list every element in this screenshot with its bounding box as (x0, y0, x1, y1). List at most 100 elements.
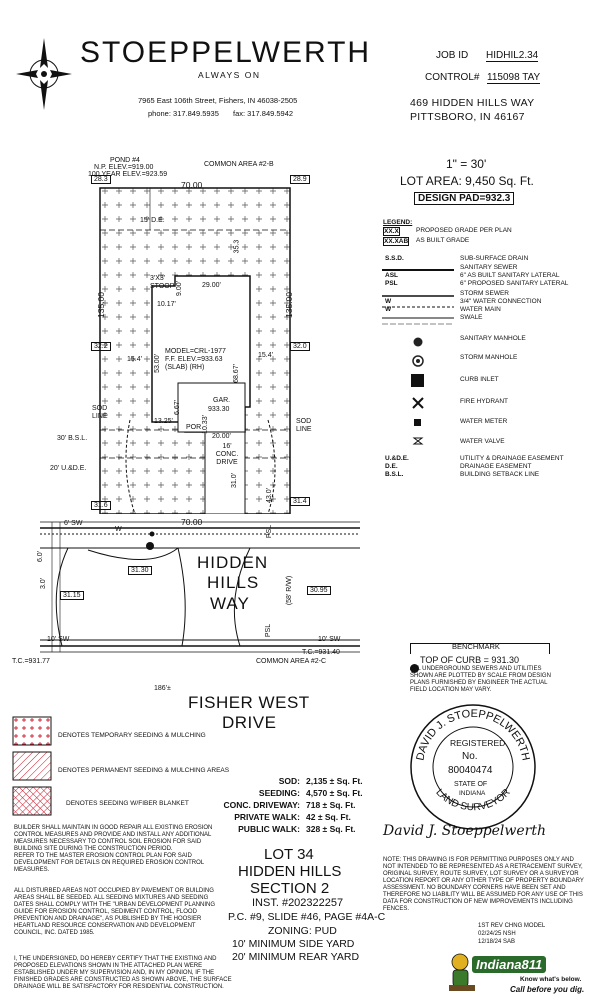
legend-text: SUB-SURFACE DRAIN (460, 255, 529, 262)
legend-symbol: W (385, 306, 392, 313)
job-id-label: JOB ID (436, 50, 469, 61)
street-name-3: WAY (210, 594, 250, 613)
note-permit: NOTE: THIS DRAWING IS FOR PERMITTING PUR… (383, 857, 584, 912)
legend-text: CURB INLET (460, 376, 499, 383)
seal-number: 80040474 (448, 765, 493, 776)
depth-left: 135.00 (96, 292, 106, 318)
note-certify: I, THE UNDERSIGNED, DO HEREBY CERTIFY TH… (14, 956, 232, 990)
area-label: SEEDING: (258, 788, 300, 798)
address-street: 469 HIDDEN HILLS WAY (410, 97, 535, 109)
common-area-bottom: COMMON AREA #2-C (256, 658, 327, 665)
lot-subdivision: HIDDEN HILLS (238, 863, 342, 880)
indiana811-tag2: Call before you dig. (510, 985, 585, 994)
seal-no-label: No. (462, 751, 478, 762)
garage-label: GAR. (213, 397, 231, 404)
area-value: 42 ± Sq. Ft. (306, 812, 351, 822)
benchmark-box (410, 643, 550, 654)
lot-section: SECTION 2 (250, 880, 330, 897)
seal-registered: REGISTERED (450, 738, 506, 748)
area-label: PRIVATE WALK: (234, 812, 300, 822)
dim-186: 186'± (154, 685, 171, 692)
signature: David J. Stoeppelwerth (383, 823, 547, 839)
seeding-legend-3: DENOTES SEEDING W/FIBER BLANKET (66, 800, 189, 807)
revision-2: 02/24/25 NSH (478, 931, 516, 937)
note-refer: REFER TO THE MASTER EROSION CONTROL PLAN… (14, 853, 204, 873)
legend-text: 6" PROPOSED SANITARY LATERAL (460, 280, 569, 287)
company-fax: fax: 317.849.5942 (233, 109, 294, 118)
legend-text: 3/4" WATER CONNECTION (460, 298, 542, 305)
lot-zoning: ZONING: PUD (268, 925, 337, 937)
indiana811-tag1: Know what's below. (520, 976, 582, 983)
street-name-1: HIDDEN (197, 553, 269, 572)
dim-1033: 10.33' (201, 415, 209, 434)
legend-symbol: XX.XAB (383, 237, 410, 246)
width-top: 70.00 (181, 180, 203, 190)
area-label: SOD: (278, 776, 300, 786)
dim-60: 6.0' (37, 550, 45, 563)
company-tagline: ALWAYS ON (198, 70, 261, 80)
lot-instrument: INST. #202322257 (252, 897, 344, 909)
scale: 1" = 30' (446, 157, 487, 171)
slab: (SLAB) (RH) (165, 364, 205, 371)
area-value: 718 ± Sq. Ft. (306, 800, 356, 810)
drive-label: 16' CONC. DRIVE (215, 443, 239, 466)
dim-310: 31.0' (230, 473, 238, 488)
legend-text: SWALE (460, 314, 483, 321)
seeding-swatches (12, 716, 52, 816)
house-depth-53: 53.00' (153, 354, 161, 373)
grade-top-right: 28.9 (290, 175, 310, 184)
right-of-way: (58' R/W) (286, 575, 294, 606)
depth-right: 135.00 (284, 292, 294, 318)
psl-2: PSL (265, 623, 273, 638)
legend-title: LEGEND: (383, 219, 413, 226)
lot-rear-yard: 20' MINIMUM REAR YARD (232, 951, 360, 963)
grade-3130: 31.30 (128, 566, 152, 575)
legend-text: 6" AS BUILT SANITARY LATERAL (460, 272, 560, 279)
legend-text: UTILITY & DRAINAGE EASEMENT (460, 455, 564, 462)
design-pad: DESIGN PAD=932.3 (414, 192, 515, 205)
legend-symbol: XX.X (383, 227, 400, 236)
left-dim: 10.17' (157, 301, 176, 308)
company-address: 7965 East 106th Street, Fishers, IN 4603… (138, 96, 298, 105)
legend-symbol: W (385, 298, 392, 305)
note-maintain: BUILDER SHALL MAINTAIN IN GOOD REPAIR AL… (14, 825, 213, 852)
seeding-legend-2: DENOTES PERMANENT SEEDING & MULCHING ARE… (58, 767, 230, 774)
legend-symbol: D.E. (385, 463, 398, 470)
water-label: W (115, 526, 122, 533)
common-area-top: COMMON AREA #2-B (204, 161, 274, 168)
legend-text: WATER MAIN (460, 306, 501, 313)
stoop-label: 3'X3' STOOP (150, 275, 175, 290)
benchmark-value: TOP OF CURB = 931.30 (420, 655, 519, 665)
seal-state-1: STATE OF (454, 781, 488, 788)
legend-symbol: B.S.L. (385, 471, 404, 478)
fisher-street-1: FISHER WEST (188, 693, 310, 712)
np-elevation: N.P. ELEV.=919.00 (94, 164, 154, 171)
curb-elev-left: T.C.=931.77 (12, 658, 50, 665)
pond-label: POND #4 (110, 157, 140, 164)
legend-symbol: U.&D.E. (385, 455, 409, 462)
legend-text: SANITARY SEWER (460, 264, 518, 271)
house-width: 29.00' (202, 282, 221, 289)
lot-plat: P.C. #9, SLIDE #46, PAGE #4A-C (228, 911, 386, 923)
sod-line-right: SOD LINE (296, 418, 312, 433)
legend-symbol: PSL (385, 280, 398, 287)
grade-top-left: 28.3 (91, 175, 111, 184)
control-label: CONTROL# (425, 72, 480, 83)
dim-1325: 13.25' (154, 418, 173, 425)
indiana811-digger-icon (449, 953, 475, 991)
fisher-street-2: DRIVE (222, 713, 277, 732)
rear-dim: 35.3 (233, 239, 241, 254)
porch-label: POR (186, 424, 202, 431)
revision-1: 1ST REV CHNG MODEL (478, 923, 546, 929)
lot-number: LOT 34 (264, 846, 314, 863)
benchmark-title: BENCHMARK (452, 642, 500, 651)
legend-text: FIRE HYDRANT (460, 398, 509, 405)
note-disturbed: ALL DISTURBED AREAS NOT OCCUPIED BY PAVE… (14, 888, 216, 936)
seeding-legend-1: DENOTES TEMPORARY SEEDING & MULCHING (58, 732, 206, 739)
stoop-dim: 9.00' (175, 281, 183, 296)
side-left: 15.4' (127, 356, 142, 363)
plot-plan (40, 187, 360, 653)
company-name: STOEPPELWERTH (80, 36, 372, 69)
grade-mid-right: 32.0 (290, 342, 310, 351)
legend-text: WATER VALVE (460, 438, 505, 445)
